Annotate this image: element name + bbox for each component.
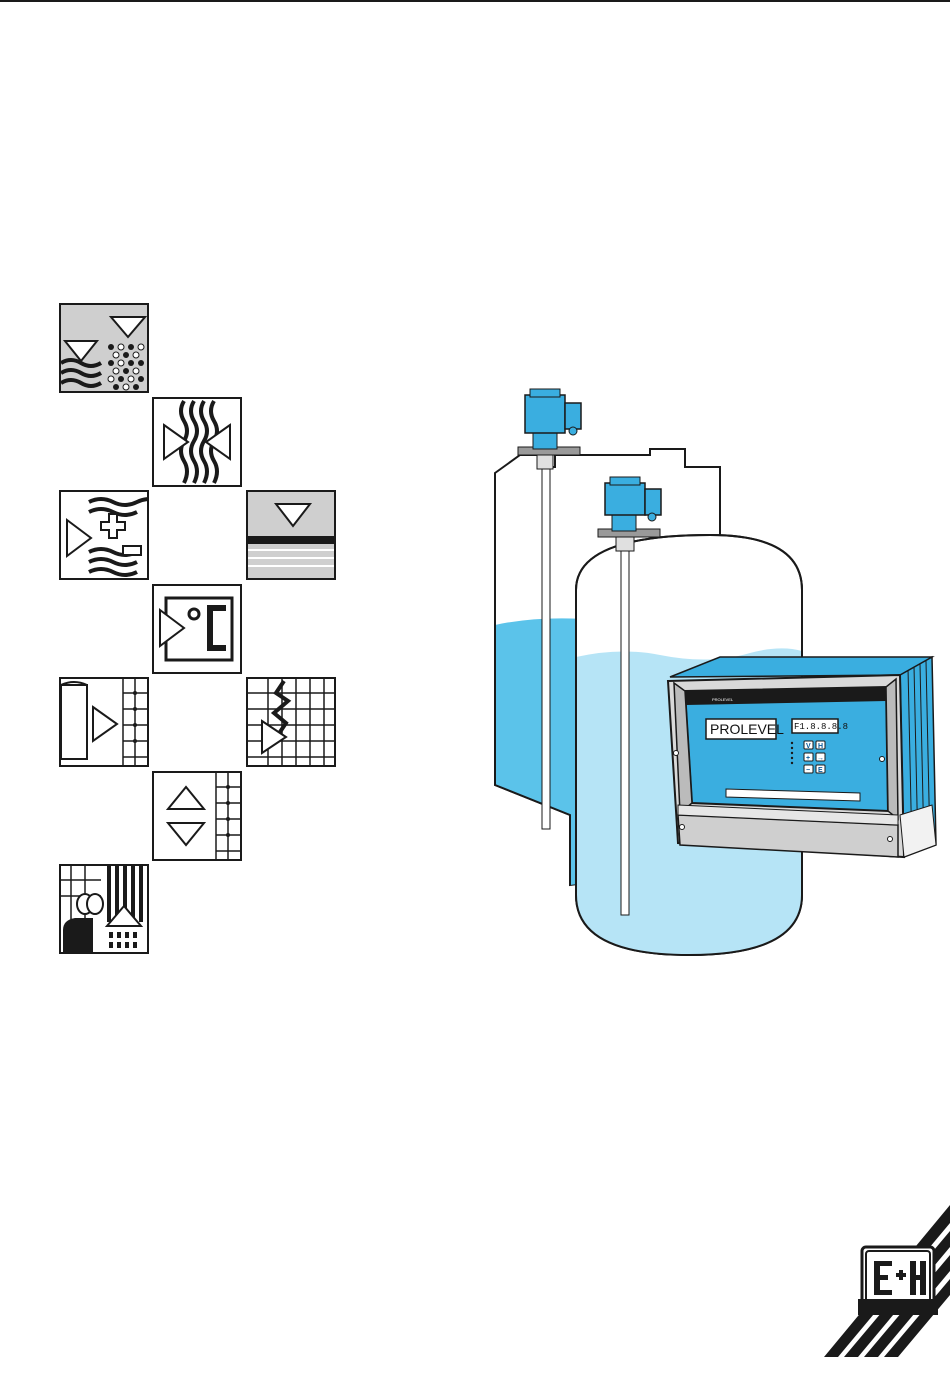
- analysis-icon: [59, 490, 149, 580]
- key-e: E: [818, 767, 823, 774]
- key-v: V: [806, 743, 811, 750]
- level-powder-icon: [59, 303, 149, 393]
- limit-switch-icon: [152, 771, 242, 861]
- key-h: H: [818, 743, 823, 750]
- recorder-icon: [246, 677, 336, 767]
- temperature-icon: [152, 584, 242, 674]
- device-header-text: PROLEVEL: [712, 697, 734, 702]
- top-rule: [0, 0, 950, 2]
- signal-processing-icon: [59, 677, 149, 767]
- key-arrow: →: [817, 755, 824, 762]
- display-readout: F1.8.8.8.8: [794, 722, 848, 732]
- device-brand-label: PROLEVEL: [710, 721, 784, 737]
- flow-wave-icon: [152, 397, 242, 487]
- key-plus: +: [806, 755, 810, 762]
- endress-hauser-logo: [822, 1203, 950, 1364]
- interface-level-icon: [246, 490, 336, 580]
- key-minus: −: [806, 767, 810, 774]
- system-service-icon: [59, 864, 149, 954]
- tank-illustration: PROLEVEL PROLEVEL F1.8.8.8.8 V H +: [480, 385, 950, 970]
